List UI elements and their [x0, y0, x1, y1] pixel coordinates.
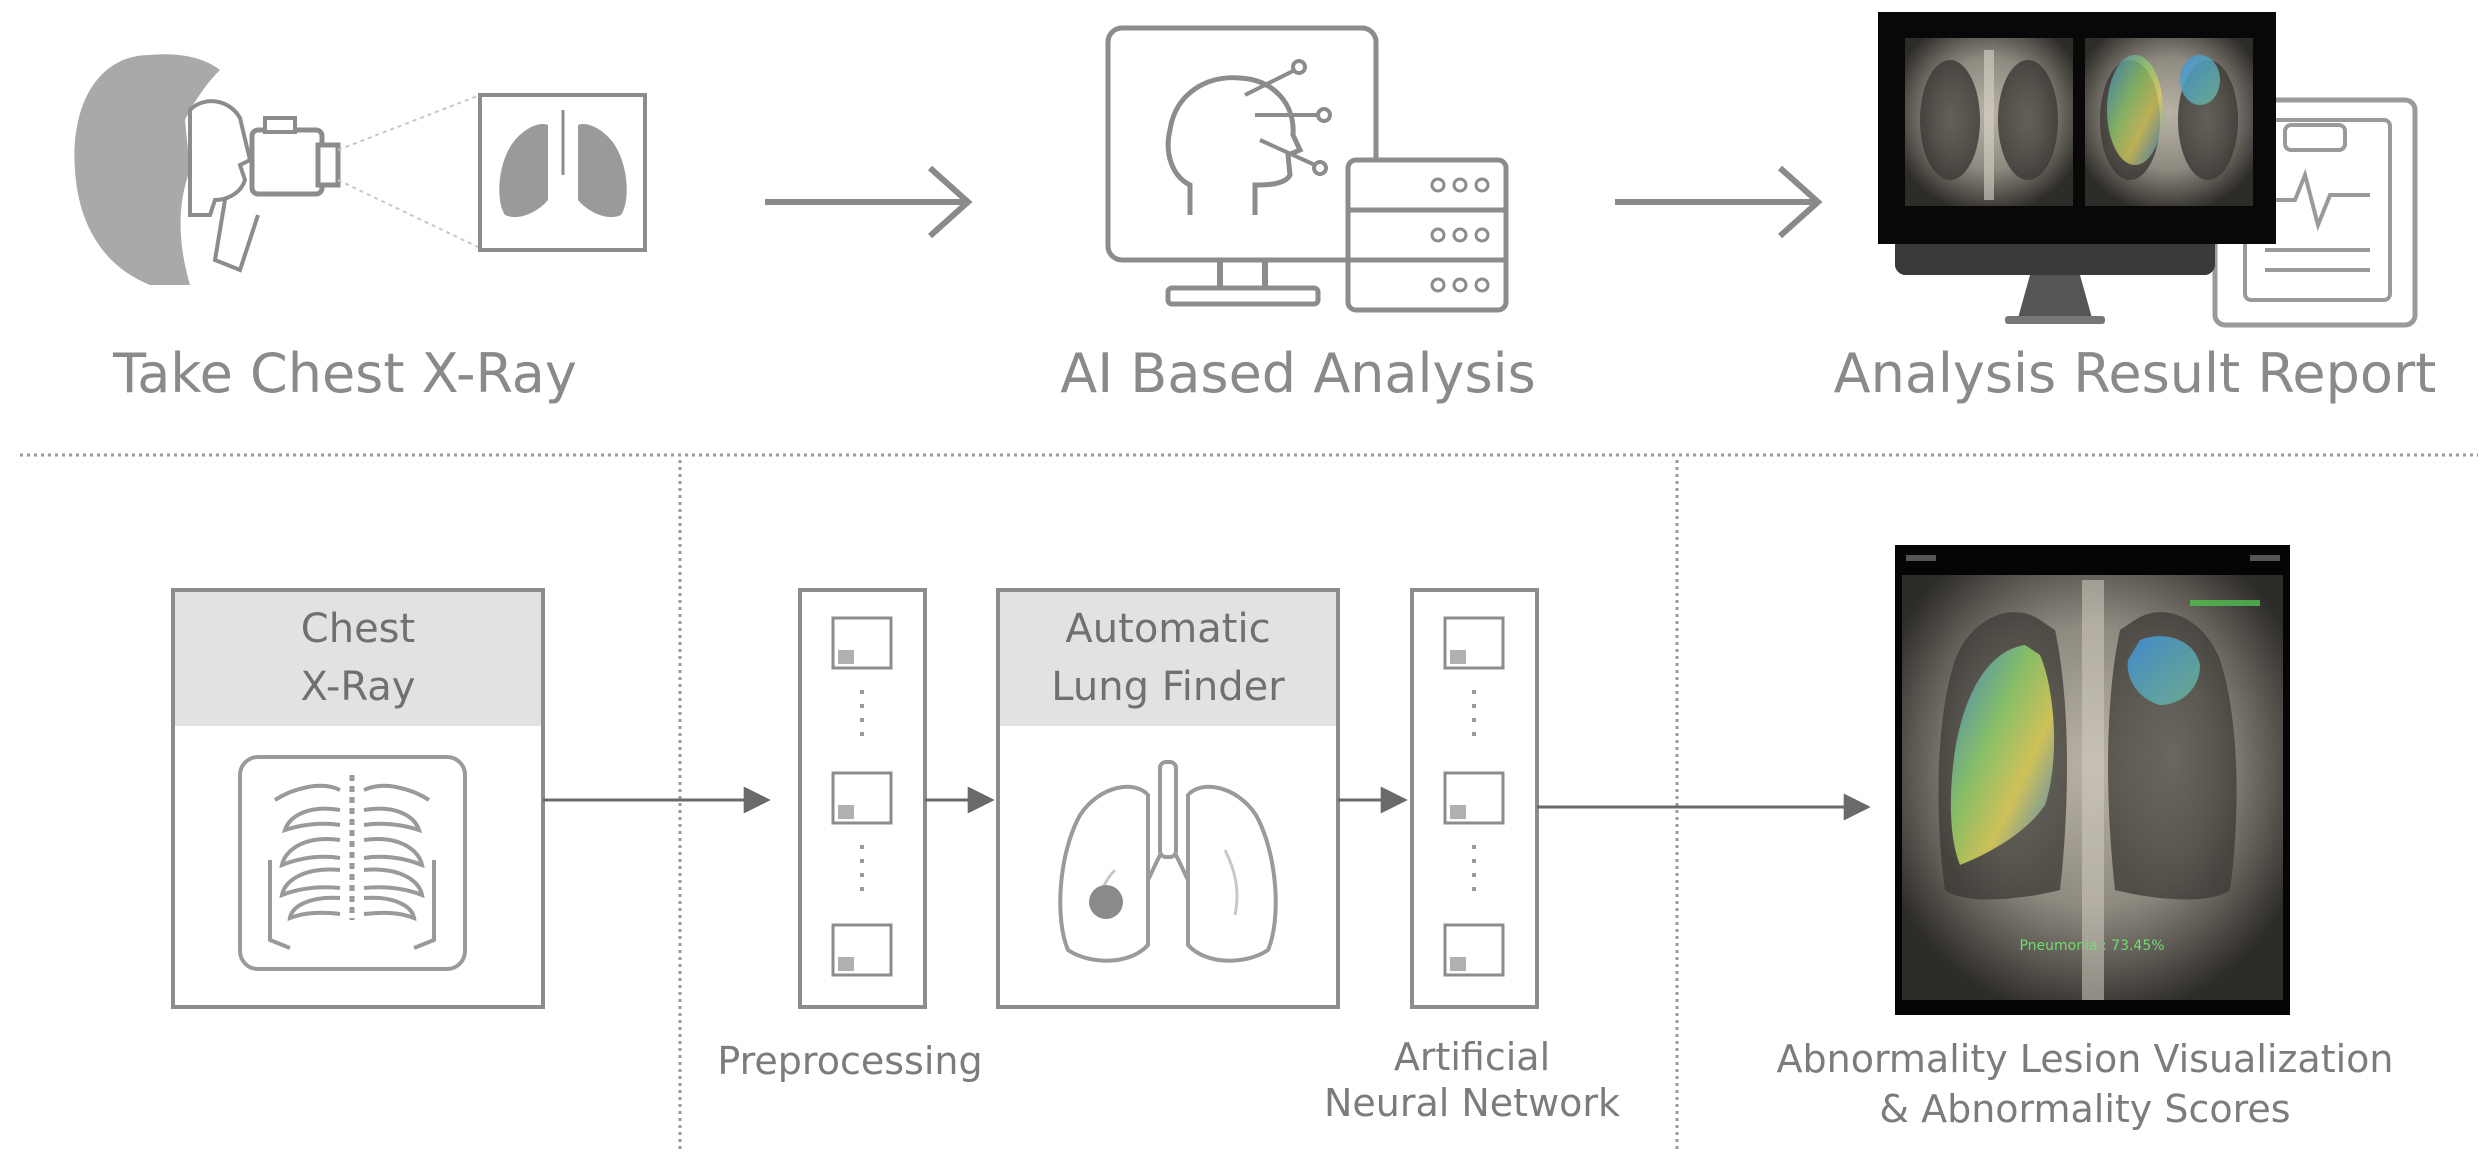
- chest-xray-box-line1: Chest: [301, 606, 415, 652]
- step-title-ai-analysis: AI Based Analysis: [1060, 342, 1535, 405]
- ann-label-line2: Neural Network: [1324, 1081, 1620, 1125]
- screen-xray-right: [2085, 38, 2253, 206]
- flow-arrow-2: [1615, 165, 1823, 239]
- result-xray-image: Pneumonia : 73.45%: [1895, 545, 2290, 1015]
- flow-arrow-1: [765, 165, 973, 239]
- ai-head-icon: [1105, 25, 1379, 307]
- result-score-caption: Pneumonia : 73.45%: [2019, 938, 2164, 954]
- chest-xray-box-line2: X-Ray: [301, 664, 416, 710]
- heatmap-right-lung: [2127, 636, 2200, 705]
- result-monitor: [1878, 12, 2276, 324]
- lung-finder-box-line2: Lung Finder: [1051, 664, 1285, 710]
- ribcage-icon: [238, 755, 467, 971]
- server-icon: [1345, 157, 1509, 313]
- ann-stack: [1410, 588, 1539, 1009]
- lungs-lesion-icon: [1058, 760, 1278, 963]
- ann-label-line1: Artificial: [1394, 1035, 1550, 1079]
- step-title-result-report: Analysis Result Report: [1834, 342, 2437, 405]
- preprocessing-stack: [798, 588, 927, 1009]
- step-title-take-xray: Take Chest X-Ray: [112, 342, 577, 405]
- output-label-line2: & Abnormality Scores: [1879, 1087, 2290, 1131]
- output-label-line1: Abnormality Lesion Visualization: [1777, 1037, 2394, 1081]
- photographer-icon: [74, 54, 481, 285]
- preprocessing-label: Preprocessing: [717, 1039, 982, 1083]
- chest-xray-box: Chest X-Ray: [171, 588, 545, 1009]
- lung-finder-box-line1: Automatic: [1065, 606, 1270, 652]
- lung-finder-box: Automatic Lung Finder: [996, 588, 1340, 1009]
- report-clipboard-icon: [2212, 97, 2418, 328]
- screen-xray-left: [1905, 38, 2073, 206]
- lung-icon: [478, 93, 647, 252]
- heatmap-left-lung: [1950, 645, 2055, 865]
